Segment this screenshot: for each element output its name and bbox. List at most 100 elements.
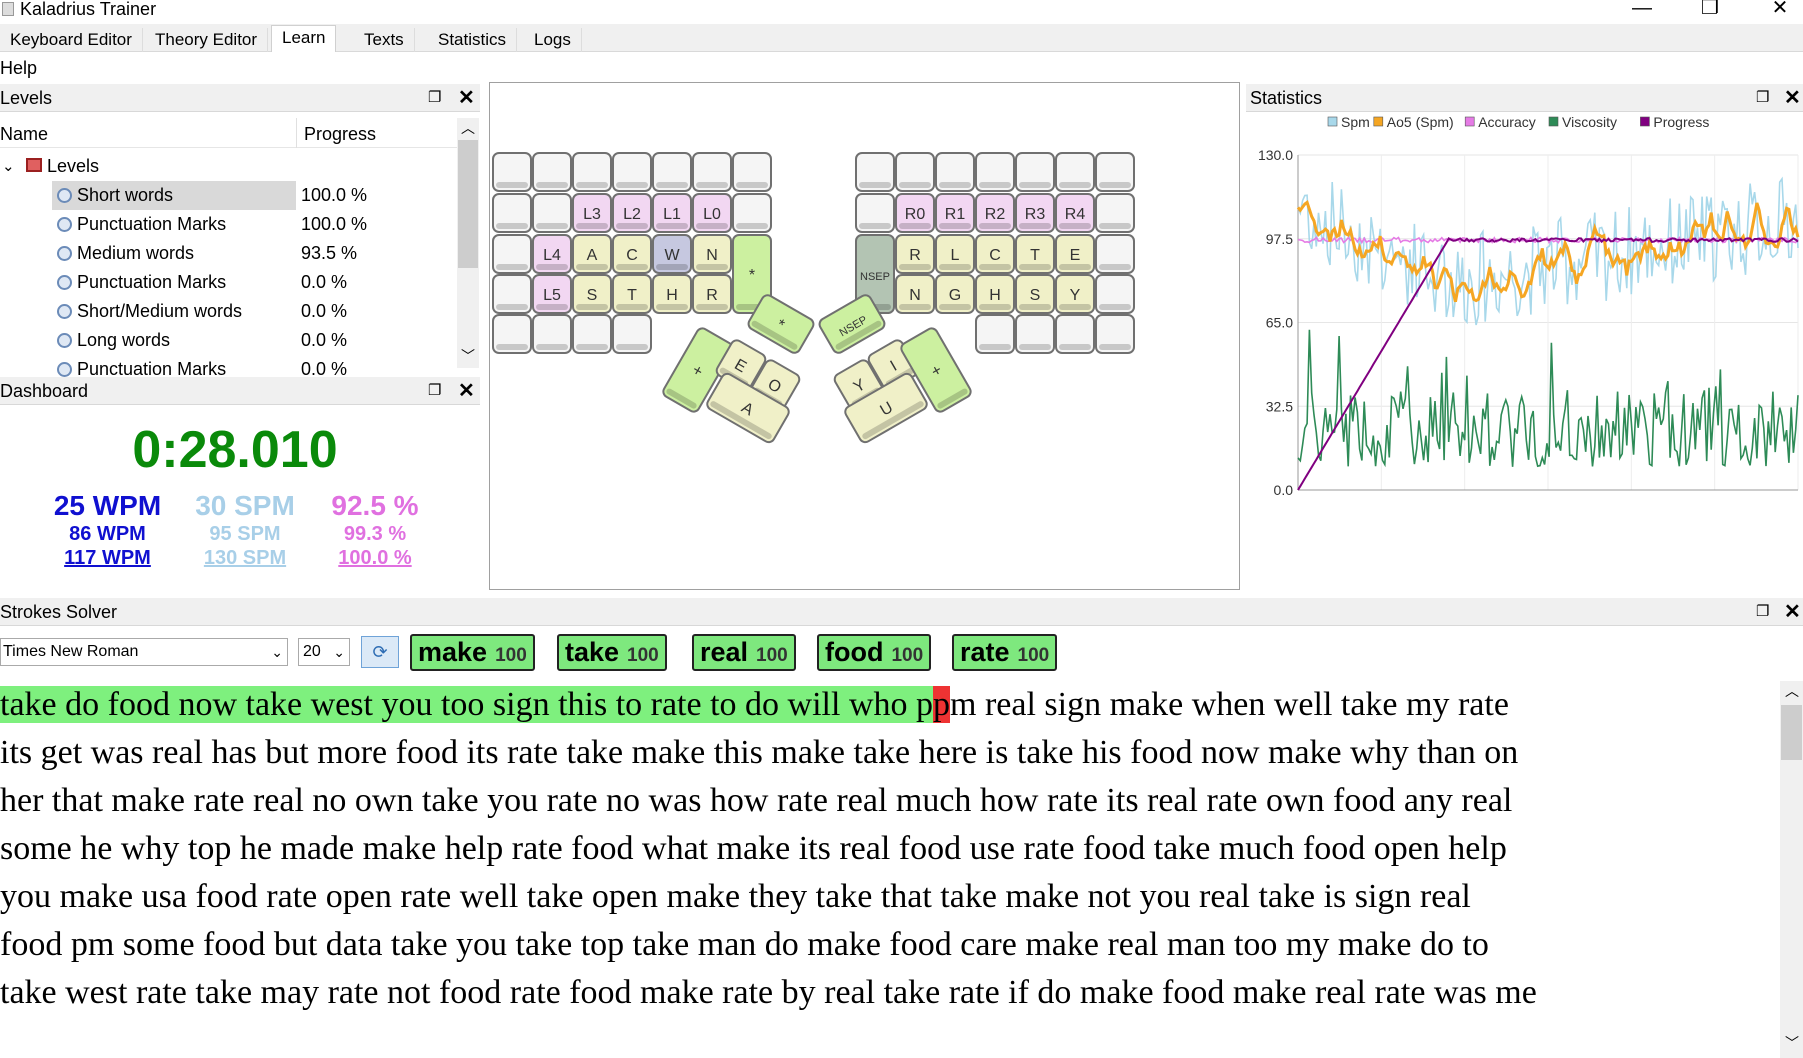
keyboard-key[interactable]: T [1015,234,1055,274]
tab-logs[interactable]: Logs [524,28,582,52]
keyboard-key[interactable]: T [612,274,652,314]
keyboard-key[interactable] [492,234,532,274]
keyboard-key[interactable]: N [895,274,935,314]
keyboard-key[interactable]: C [975,234,1015,274]
keyboard-key[interactable]: L0 [692,193,732,233]
chevron-down-icon[interactable]: ⌄ [2,158,15,175]
refresh-button[interactable]: ⟳ [361,636,399,668]
tab-statistics[interactable]: Statistics [428,28,518,52]
tab-keyboard-editor[interactable]: Keyboard Editor [0,28,143,52]
float-icon[interactable]: ❐ [428,382,442,399]
keyboard-key[interactable] [1015,314,1055,354]
keyboard-key[interactable] [1055,314,1095,354]
float-icon[interactable]: ❐ [1756,89,1770,106]
close-icon[interactable]: ✕ [1784,87,1801,109]
keyboard-key[interactable] [492,193,532,233]
keyboard-key[interactable]: L2 [612,193,652,233]
practice-text[interactable]: take do food now take west you too sign … [0,681,1780,1058]
minimize-button[interactable]: — [1632,0,1652,19]
keyboard-key[interactable]: L1 [652,193,692,233]
keyboard-key[interactable]: R3 [1015,193,1055,233]
close-icon[interactable]: ✕ [458,87,475,109]
keyboard-key[interactable] [975,152,1015,192]
close-button[interactable]: ✕ [1771,0,1789,19]
keyboard-key[interactable] [732,193,772,233]
keyboard-key[interactable]: G [935,274,975,314]
float-icon[interactable]: ❐ [428,89,442,106]
keyboard-key[interactable]: E [1055,234,1095,274]
keyboard-key[interactable] [492,152,532,192]
keyboard-key[interactable] [1095,152,1135,192]
column-header-name[interactable]: Name [0,124,49,144]
keyboard-key[interactable]: + [661,326,735,414]
float-icon[interactable]: ❐ [1756,603,1770,620]
keyboard-key[interactable] [732,152,772,192]
keyboard-key[interactable] [1095,314,1135,354]
keyboard-key[interactable]: R [692,274,732,314]
keyboard-key[interactable]: R [895,234,935,274]
levels-scroll-thumb[interactable] [458,140,478,268]
keyboard-key[interactable] [935,152,975,192]
keyboard-key[interactable] [855,193,895,233]
keyboard-key[interactable] [492,314,532,354]
keyboard-key[interactable] [1095,193,1135,233]
column-header-progress[interactable]: Progress [304,124,377,144]
keyboard-key[interactable] [612,152,652,192]
keyboard-key[interactable] [532,193,572,233]
tab-learn[interactable]: Learn [271,25,337,52]
keyboard-key[interactable]: R1 [935,193,975,233]
keyboard-key[interactable] [532,152,572,192]
keyboard-key[interactable]: A [705,372,791,445]
scroll-up-icon[interactable]: ︿ [1785,683,1799,699]
keyboard-key[interactable]: H [975,274,1015,314]
keyboard-key[interactable]: A [572,234,612,274]
keyboard-key[interactable]: S [572,274,612,314]
keyboard-key[interactable]: + [899,326,973,414]
keyboard-key[interactable]: NSEP [817,293,886,355]
keyboard-key[interactable]: H [652,274,692,314]
tree-root-levels[interactable]: ⌄ Levels [0,152,460,181]
keyboard-key[interactable] [1055,152,1095,192]
keyboard-key[interactable] [612,314,652,354]
scroll-down-icon[interactable]: ﹀ [1785,1035,1799,1051]
keyboard-key[interactable]: U [843,372,929,445]
keyboard-key[interactable]: R0 [895,193,935,233]
keyboard-key[interactable] [895,152,935,192]
keyboard-key[interactable] [1095,274,1135,314]
keyboard-key[interactable]: L [935,234,975,274]
keyboard-key[interactable] [692,152,732,192]
size-select[interactable]: 20⌄ [298,638,350,666]
keyboard-key[interactable] [652,152,692,192]
tab-texts[interactable]: Texts [354,28,415,52]
scroll-down-icon[interactable]: ﹀ [461,348,475,364]
scroll-up-icon[interactable]: ︿ [461,120,475,136]
keyboard-key[interactable]: L5 [532,274,572,314]
keyboard-key[interactable]: Y [1055,274,1095,314]
maximize-button[interactable]: ❐ [1701,0,1719,19]
keyboard-key[interactable] [492,274,532,314]
keyboard-key[interactable]: R2 [975,193,1015,233]
keyboard-key[interactable] [572,152,612,192]
keyboard-key[interactable]: C [612,234,652,274]
keyboard-key[interactable]: S [1015,274,1055,314]
keyboard-key[interactable]: L3 [572,193,612,233]
keyboard-key[interactable] [1095,234,1135,274]
keyboard-key[interactable] [855,152,895,192]
font-select[interactable]: Times New Roman⌄ [0,638,288,666]
tab-theory-editor[interactable]: Theory Editor [145,28,269,52]
text-scroll-thumb[interactable] [1781,705,1802,760]
text-scrollbar[interactable]: ︿ ﹀ [1780,681,1803,1058]
keyboard-key[interactable]: L4 [532,234,572,274]
keyboard-key[interactable]: * [732,234,772,314]
keyboard-key[interactable] [532,314,572,354]
